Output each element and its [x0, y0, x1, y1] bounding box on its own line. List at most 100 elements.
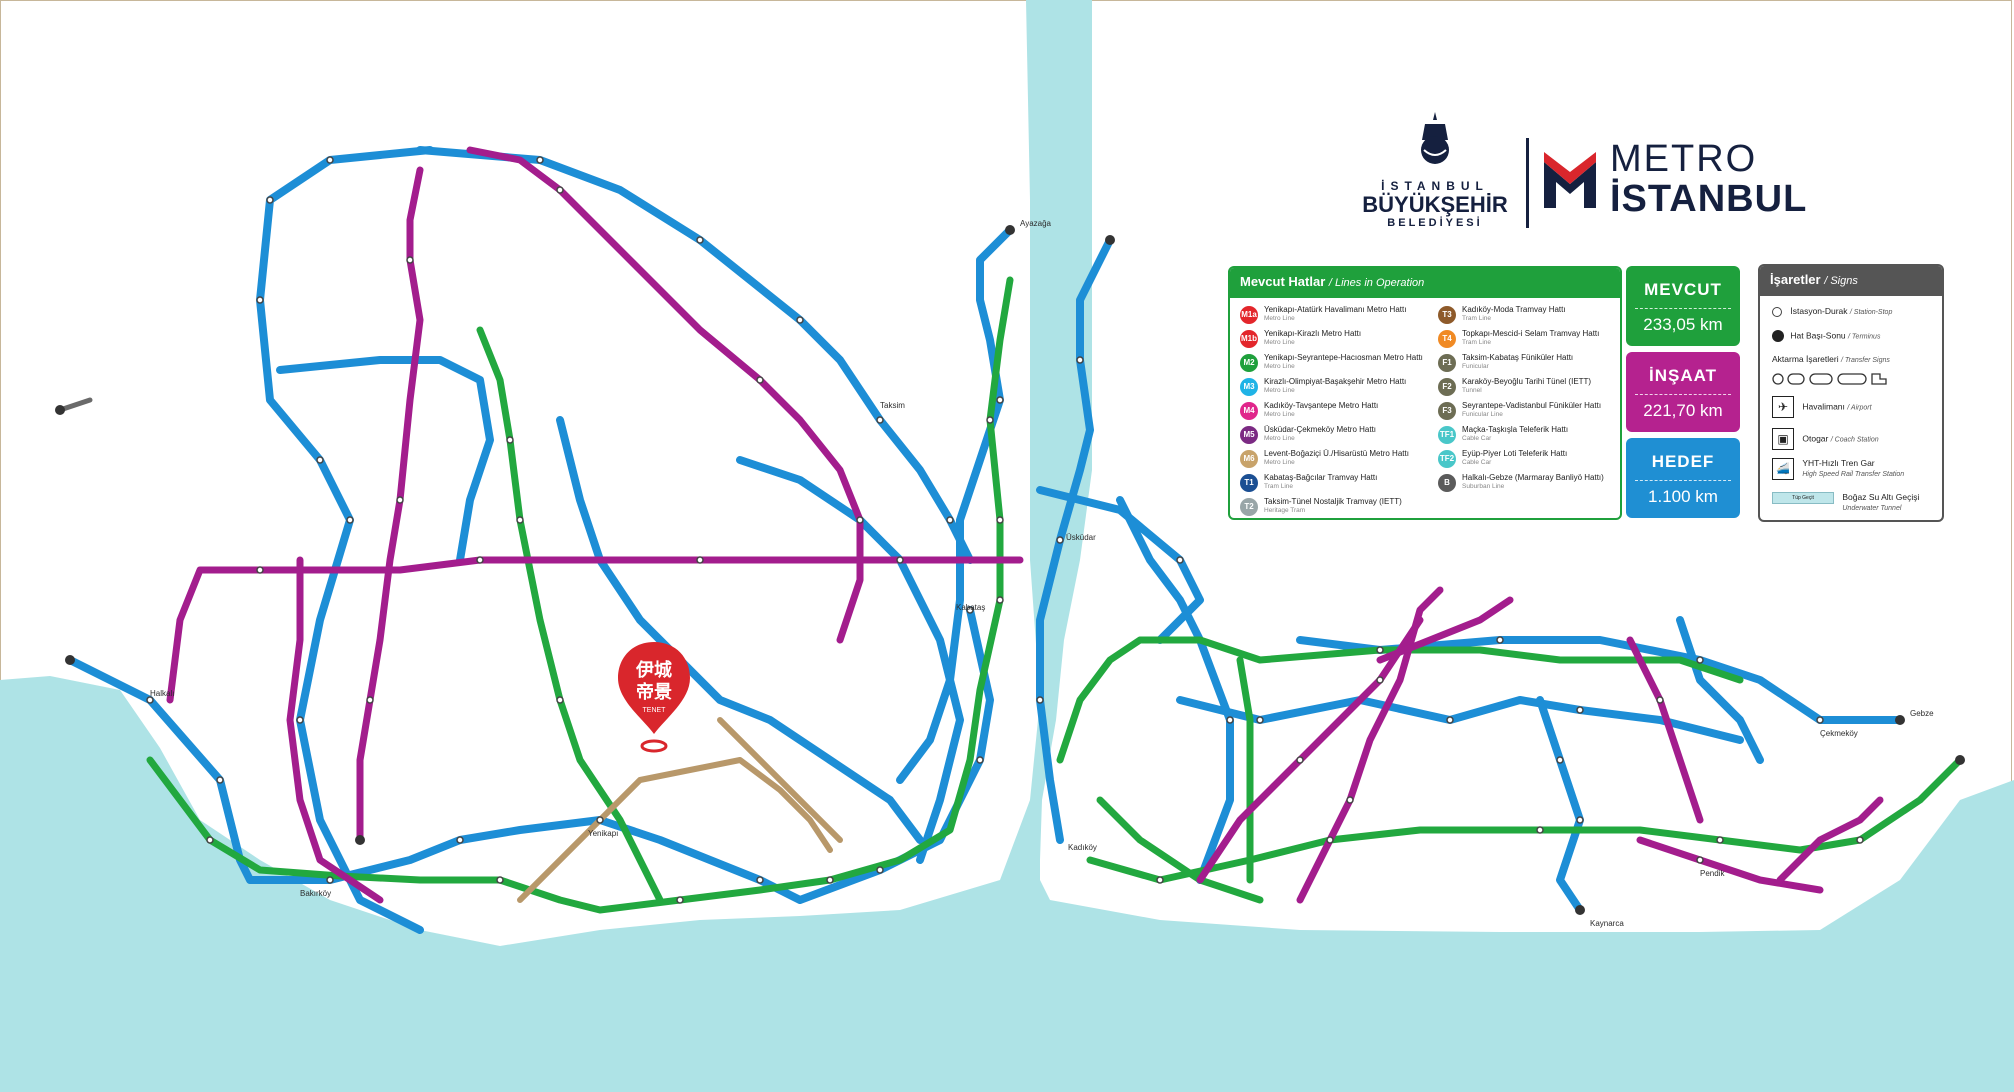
sign-coach-en: / Coach Station — [1830, 436, 1879, 444]
line-name: Maçka-Taşkışla Teleferik Hattı — [1462, 425, 1569, 434]
line-badge: M4 — [1240, 402, 1258, 420]
line-badge: M2 — [1240, 354, 1258, 372]
line-badge: T3 — [1438, 306, 1456, 324]
line-name: Kadıköy-Moda Tramvay Hattı — [1462, 305, 1566, 314]
line-name: Yenikapı-Atatürk Havalimanı Metro Hattı — [1264, 305, 1407, 314]
stat-value: 221,70 km — [1643, 401, 1723, 420]
pin-line2: 帝景 — [636, 681, 672, 702]
line-badge: T4 — [1438, 330, 1456, 348]
line-badge: F1 — [1438, 354, 1456, 372]
signs-legend: İşaretler / Signs İstasyon-Durak / Stati… — [1758, 264, 1944, 522]
station-label: Üsküdar — [1066, 533, 1096, 542]
map-pin-icon: 伊城 帝景 TENET — [618, 642, 690, 753]
sign-tunnel: Tüp Geçit Boğaz Su Altı Geçişi Underwate… — [1772, 492, 1919, 512]
sign-station-en: / Station-Stop — [1849, 309, 1893, 316]
station-icon — [1772, 306, 1782, 317]
sign-station: İstasyon-Durak / Station-Stop — [1772, 306, 1892, 317]
line-type: Tram Line — [1264, 483, 1294, 490]
stat-label: HEDEF — [1651, 452, 1715, 471]
line-name: Seyrantepe-Vadistanbul Füniküler Hattı — [1462, 401, 1602, 410]
line-green — [146, 276, 1964, 914]
sign-airport-en: / Airport — [1847, 404, 1872, 412]
station-labels: Ayazağa Kaynarca Gebze Kadıköy Üsküdar Y… — [150, 219, 1934, 928]
line-name: Taksim-Tünel Nostaljik Tramvay (IETT) — [1264, 497, 1402, 506]
stations — [146, 156, 1964, 904]
line-type: Metro Line — [1264, 363, 1295, 370]
sign-yht-label: YHT-Hızlı Tren Gar — [1802, 458, 1875, 468]
signs-legend-header: İşaretler / Signs — [1760, 266, 1942, 296]
line-name: Yenikapı-Seyrantepe-Hacıosman Metro Hatt… — [1264, 353, 1423, 362]
sign-tunnel-en: Underwater Tunnel — [1842, 505, 1902, 512]
line-blue — [66, 146, 1904, 934]
lines-legend-title: Mevcut Hatlar — [1240, 274, 1326, 289]
line-name: Üsküdar-Çekmeköy Metro Hattı — [1264, 425, 1377, 434]
line-type: Metro Line — [1264, 387, 1295, 394]
line-magenta — [166, 146, 1884, 904]
sign-coach: ▣ Otogar / Coach Station — [1772, 428, 1879, 450]
line-type: Metro Line — [1264, 435, 1295, 442]
legend-line-item: M2 Yenikapı-Seyrantepe-Hacıosman Metro Ha… — [1240, 352, 1440, 376]
line-badge: T1 — [1240, 474, 1258, 492]
sign-airport: ✈ Havalimanı / Airport — [1772, 396, 1872, 418]
pin-line1: 伊城 — [635, 659, 672, 680]
logo-separator — [1526, 138, 1529, 228]
station-label: Kaynarca — [1590, 919, 1624, 928]
station-label: Çekmeköy — [1820, 729, 1858, 738]
sign-terminus-label: Hat Başı-Sonu — [1790, 330, 1846, 341]
sign-airport-label: Havalimanı — [1802, 401, 1845, 412]
ibb-line1: İSTANBUL — [1381, 179, 1489, 193]
line-badge: M5 — [1240, 426, 1258, 444]
stat-mevcut: MEVCUT 233,05 km — [1626, 266, 1740, 346]
line-type: Tram Line — [1462, 339, 1492, 346]
sign-tunnel-label: Boğaz Su Altı Geçişi — [1842, 492, 1920, 502]
line-badge: B — [1438, 474, 1456, 492]
line-badge: F2 — [1438, 378, 1456, 396]
line-badge: TF1 — [1438, 426, 1456, 444]
station-label: Ayazağa — [1020, 219, 1052, 228]
line-badge: M1b — [1240, 330, 1258, 348]
high-speed-train-icon: 🚄 — [1772, 458, 1794, 480]
metro-m-icon — [1544, 152, 1596, 208]
line-type: Funicular Line — [1462, 411, 1503, 418]
stat-hedef: HEDEF 1.100 km — [1626, 438, 1740, 518]
sign-coach-label: Otogar — [1802, 433, 1829, 444]
sign-terminus-en: / Terminus — [1848, 333, 1881, 341]
station-label: Kabataş — [956, 603, 985, 612]
metro-line1: METRO — [1610, 138, 1758, 180]
line-type: Metro Line — [1264, 411, 1295, 418]
transfer-signs-icon — [1772, 373, 1887, 385]
line-name: Taksim-Kabataş Füniküler Hattı — [1462, 353, 1574, 362]
sign-yht-en: High Speed Rail Transfer Station — [1802, 471, 1905, 478]
stat-label: İNŞAAT — [1648, 366, 1717, 385]
line-name: Levent-Boğaziçi Ü./Hisarüstü Metro Hattı — [1264, 449, 1409, 458]
sign-transfer-label: Aktarma İşaretleri — [1772, 354, 1839, 364]
location-pin: 伊城 帝景 TENET — [614, 638, 694, 758]
station-label: Bakırköy — [300, 889, 331, 898]
line-name: Eyüp-Piyer Loti Teleferik Hattı — [1462, 449, 1568, 458]
sign-yht: 🚄 YHT-Hızlı Tren Gar High Speed Rail Tra… — [1772, 458, 1904, 480]
metro-istanbul-logo: METRO İSTANBUL — [1540, 138, 1820, 238]
station-label: Yenikapı — [588, 829, 618, 838]
signs-legend-title-en: / Signs — [1824, 275, 1858, 287]
line-badge: M6 — [1240, 450, 1258, 468]
line-badge: M3 — [1240, 378, 1258, 396]
pin-line3: TENET — [643, 707, 667, 714]
ibb-line2: BÜYÜKŞEHİR — [1362, 192, 1508, 217]
line-badge: T2 — [1240, 498, 1258, 516]
line-name: Kabataş-Bağcılar Tramvay Hattı — [1264, 473, 1378, 482]
line-badge: TF2 — [1438, 450, 1456, 468]
stat-insaat: İNŞAAT 221,70 km — [1626, 352, 1740, 432]
tunnel-icon: Tüp Geçit — [1772, 492, 1834, 504]
